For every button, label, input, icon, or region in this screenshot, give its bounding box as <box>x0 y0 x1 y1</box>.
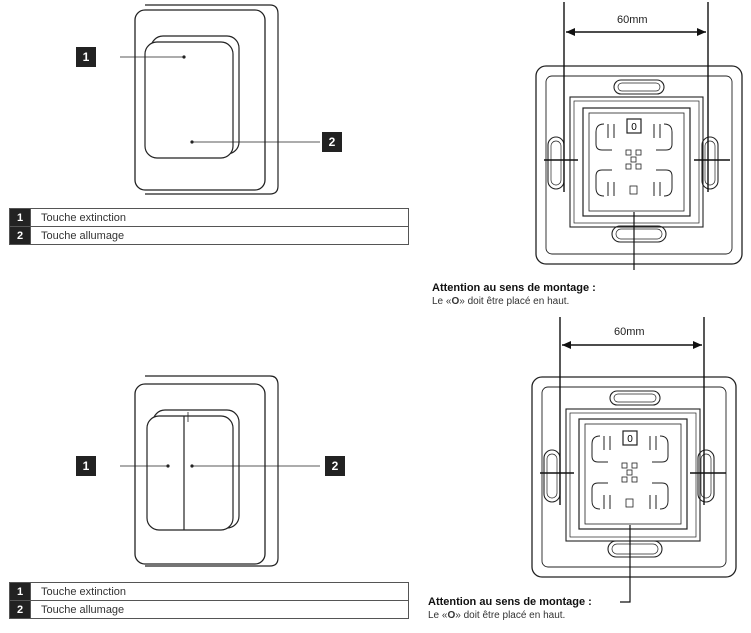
switch-double-drawing <box>120 375 320 567</box>
note-title: Attention au sens de montage : <box>428 596 592 608</box>
insert-marker: 0 <box>627 434 633 445</box>
mounting-diagram-top: 0 <box>530 0 745 270</box>
callout-1-bottom: 1 <box>76 456 96 476</box>
insert-marker: 0 <box>631 122 637 133</box>
legend-number: 1 <box>9 582 31 601</box>
legend-label: Touche allumage <box>30 226 409 245</box>
dimension-label-bottom: 60mm <box>614 326 645 338</box>
mounting-drawing-bottom: 0 <box>531 317 737 603</box>
switch-double-illustration <box>120 372 360 582</box>
legend-label: Touche allumage <box>30 600 409 619</box>
table-row: 1 Touche extinction <box>9 582 409 601</box>
legend-number: 1 <box>9 208 31 227</box>
mounting-note-top: Attention au sens de montage : Le «O» do… <box>432 282 596 307</box>
note-text: Le «O» doit être placé en haut. <box>432 296 570 307</box>
switch-single-illustration <box>120 0 360 205</box>
table-row: 1 Touche extinction <box>9 208 409 227</box>
table-row: 2 Touche allumage <box>9 600 409 619</box>
callout-2-bottom: 2 <box>325 456 345 476</box>
dimension-label-top: 60mm <box>617 14 648 26</box>
legend-table-top: 1 Touche extinction 2 Touche allumage <box>9 208 409 245</box>
table-row: 2 Touche allumage <box>9 226 409 245</box>
switch-single-drawing <box>120 4 320 195</box>
note-text: Le «O» doit être placé en haut. <box>428 610 566 621</box>
mounting-drawing-top: 0 <box>535 2 743 270</box>
note-title: Attention au sens de montage : <box>432 282 596 294</box>
mounting-note-bottom: Attention au sens de montage : Le «O» do… <box>428 596 592 621</box>
legend-label: Touche extinction <box>30 208 409 227</box>
callout-1-top: 1 <box>76 47 96 67</box>
callout-2-top: 2 <box>322 132 342 152</box>
legend-number: 2 <box>9 600 31 619</box>
legend-number: 2 <box>9 226 31 245</box>
legend-label: Touche extinction <box>30 582 409 601</box>
mounting-diagram-bottom: 0 <box>528 315 743 610</box>
legend-table-bottom: 1 Touche extinction 2 Touche allumage <box>9 582 409 619</box>
